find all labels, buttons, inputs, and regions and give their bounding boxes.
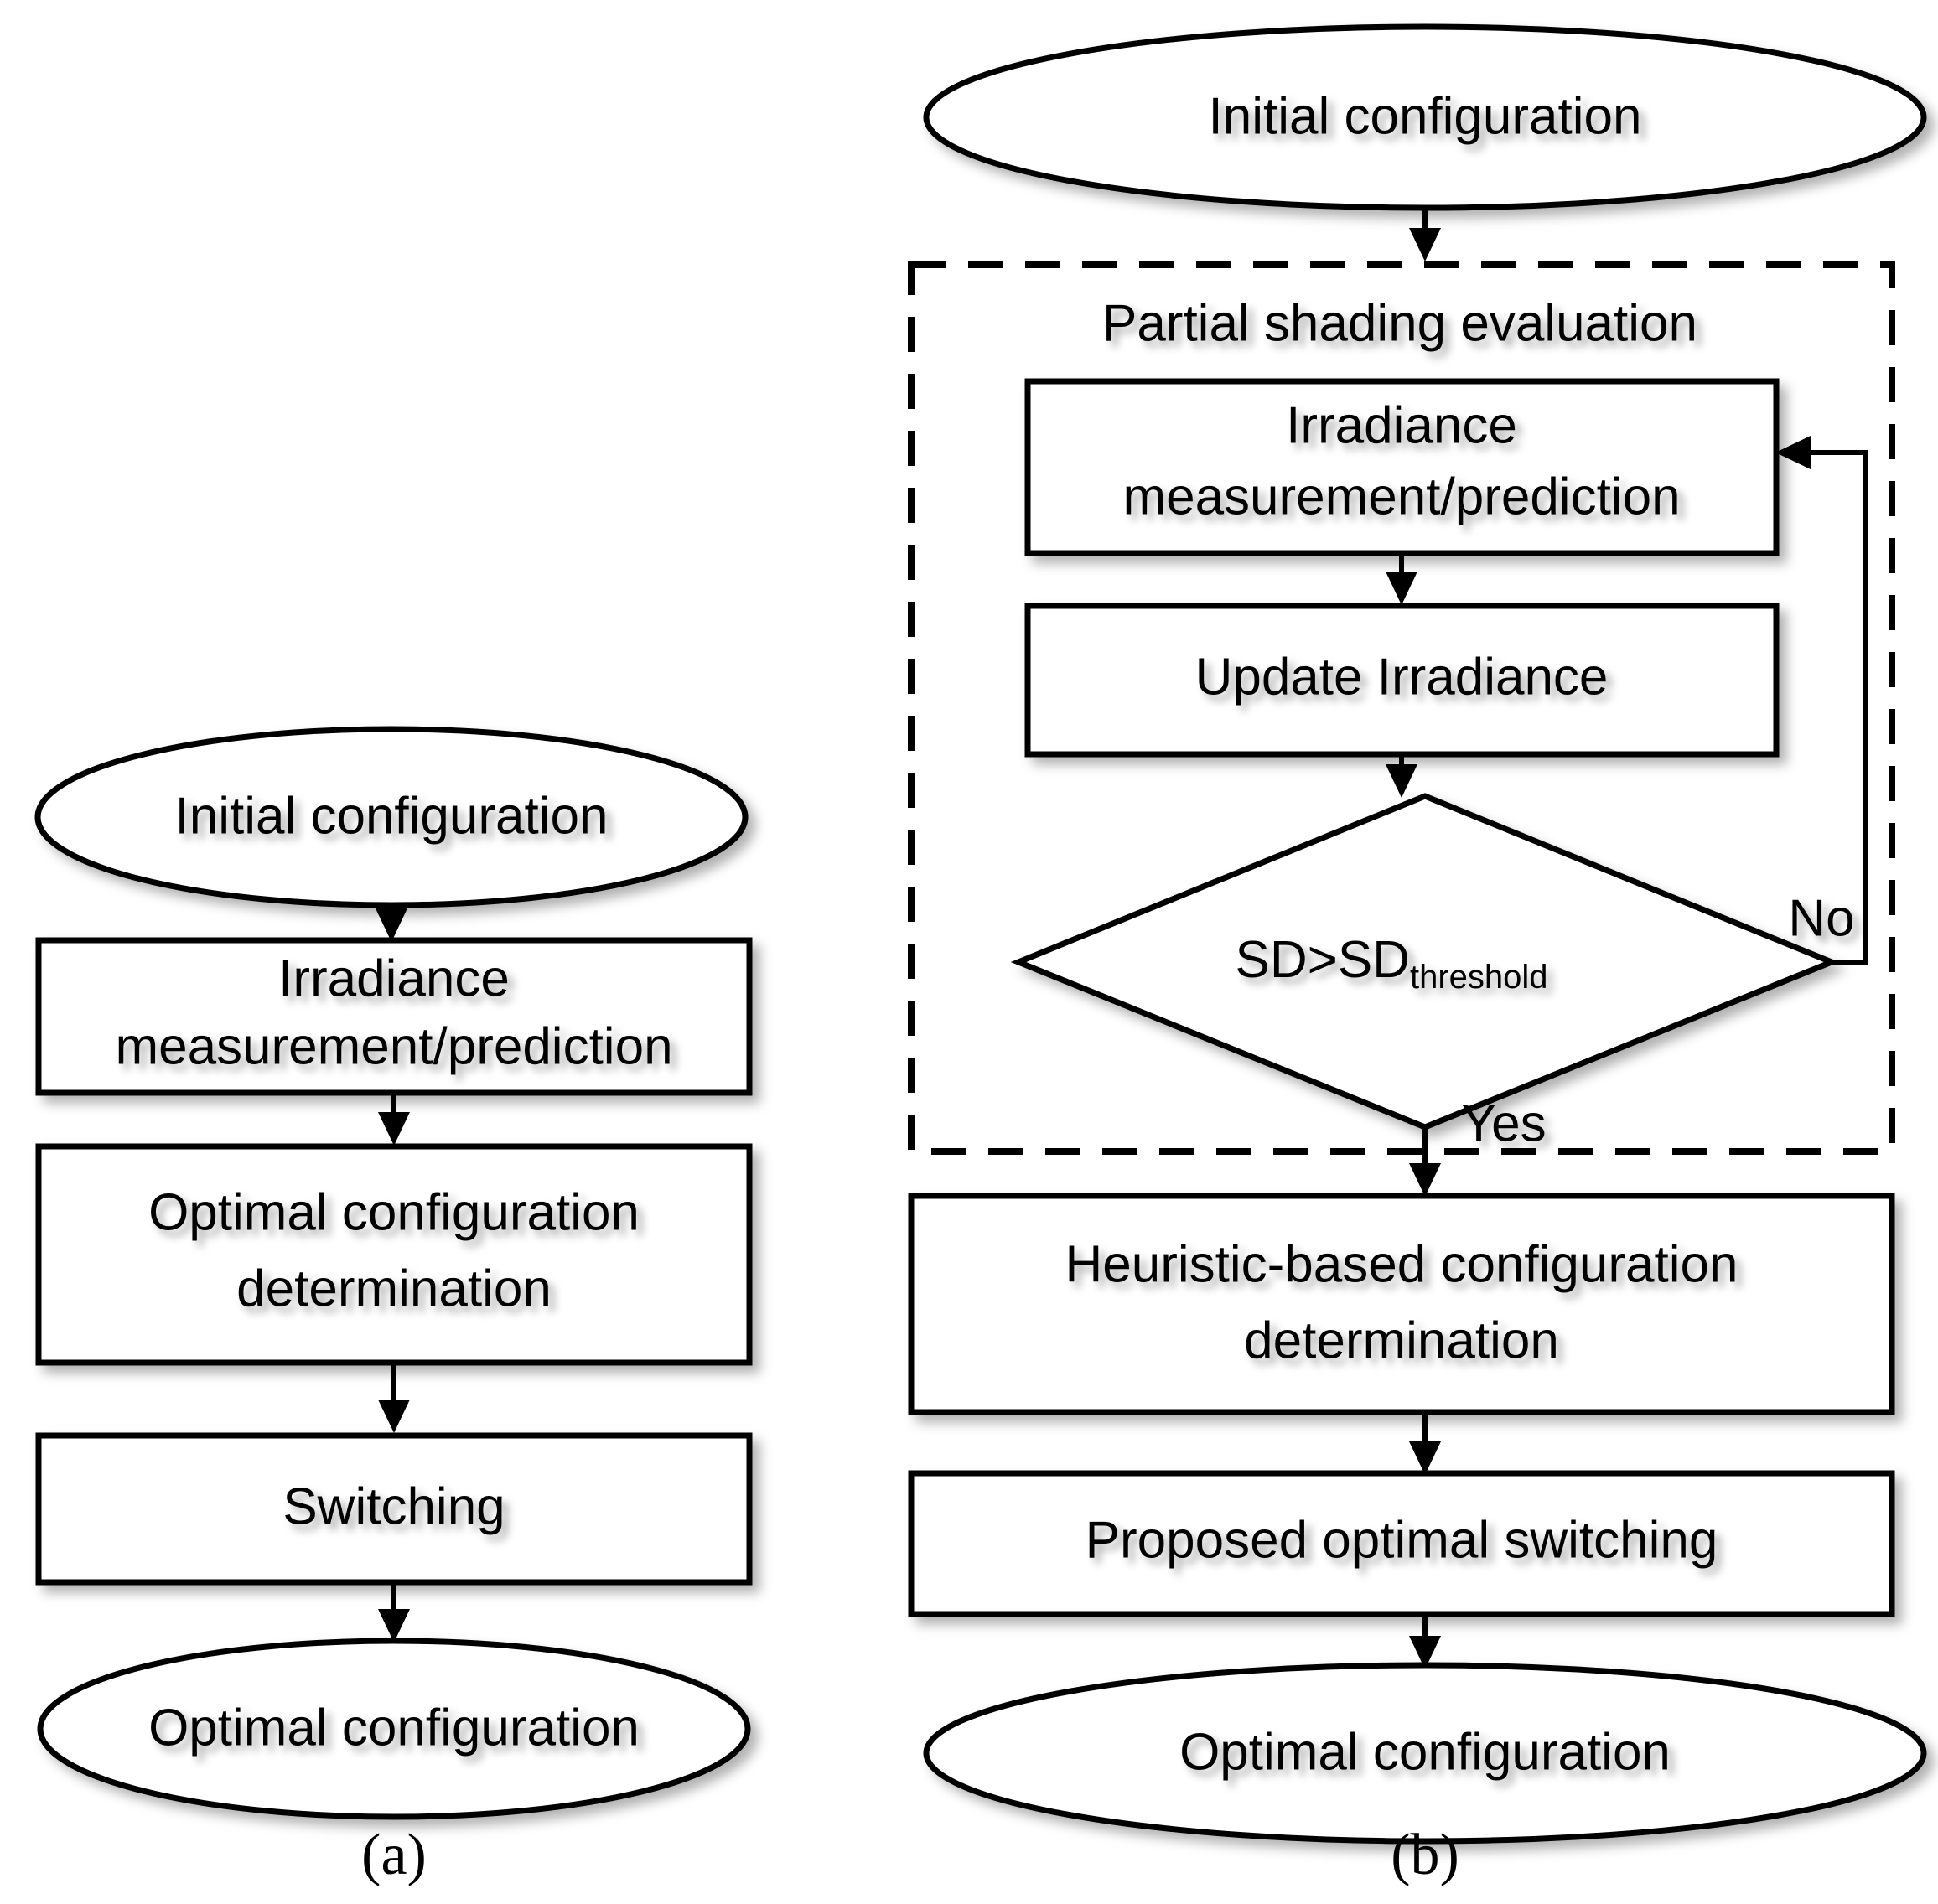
node-b-irradiance-label-line1: Irradiance (1286, 396, 1517, 454)
node-a-switching: Switching (35, 1432, 753, 1586)
node-b-update-label: Update Irradiance (1195, 648, 1609, 706)
node-b-end: Optimal configuration (923, 1662, 1927, 1844)
node-a-start-label: Initial configuration (175, 787, 609, 845)
edge-a-start-to-irradiance (376, 905, 407, 942)
node-b-decision-label-sub: threshold (1410, 959, 1548, 996)
node-a-irradiance-label-line2: measurement/prediction (115, 1017, 672, 1075)
node-b-decision-label: SD>SDthreshold (1235, 931, 1547, 995)
node-b-heuristic-label-line2: determination (1244, 1312, 1559, 1369)
node-a-optimal-config-label-line1: Optimal configuration (148, 1183, 640, 1241)
edge-b-group-to-heuristic (1409, 1151, 1441, 1197)
caption-a: (a) (361, 1823, 427, 1887)
node-a-irradiance: Irradiance measurement/prediction (35, 937, 753, 1096)
edge-label-no: No (1788, 889, 1854, 947)
node-a-end: Optimal configuration (37, 1638, 751, 1820)
node-b-start-label: Initial configuration (1209, 87, 1642, 145)
group-partial-shading-evaluation-label: Partial shading evaluation (1102, 294, 1697, 352)
group-partial-shading-evaluation: Partial shading evaluation (908, 261, 1895, 1155)
node-a-end-label: Optimal configuration (148, 1699, 640, 1757)
node-b-switching-label: Proposed optimal switching (1086, 1511, 1718, 1569)
edge-b-irradiance-to-update (1386, 553, 1417, 605)
node-a-switching-label: Switching (282, 1477, 505, 1535)
node-b-irradiance: Irradiance measurement/prediction (1024, 378, 1780, 556)
edge-b-switching-to-end (1409, 1614, 1441, 1669)
node-b-start: Initial configuration (923, 23, 1927, 211)
edge-b-decision-no-loop: No (1775, 436, 1868, 965)
node-a-optimal-config: Optimal configuration determination (35, 1143, 753, 1366)
edge-a-irradiance-to-optimal (378, 1093, 410, 1146)
edge-a-optimal-to-switching (378, 1363, 410, 1433)
node-a-optimal-config-label-line2: determination (236, 1260, 552, 1317)
node-b-decision-label-main: SD>SD (1235, 931, 1409, 989)
edge-b-heuristic-to-switching (1409, 1412, 1441, 1475)
node-b-update: Update Irradiance (1024, 603, 1780, 758)
node-b-end-label: Optimal configuration (1179, 1723, 1671, 1781)
node-b-irradiance-label-line2: measurement/prediction (1122, 468, 1680, 525)
node-a-irradiance-label-line1: Irradiance (278, 949, 510, 1007)
caption-b: (b) (1391, 1823, 1459, 1887)
panel-a: Initial configuration Irradiance measure… (34, 726, 753, 1887)
node-b-heuristic: Heuristic-based configuration determinat… (908, 1193, 1895, 1415)
node-b-decision: SD>SDthreshold (1010, 793, 1840, 1130)
edge-label-yes: Yes (1461, 1094, 1546, 1152)
edge-b-update-to-decision (1386, 754, 1417, 798)
edge-a-switching-to-end (378, 1582, 410, 1643)
node-b-switching: Proposed optimal switching (908, 1470, 1895, 1617)
panel-b: Initial configuration Partial shading ev… (908, 23, 1927, 1887)
node-b-heuristic-label-line1: Heuristic-based configuration (1065, 1235, 1738, 1293)
edge-b-start-to-group (1409, 208, 1441, 261)
node-a-start: Initial configuration (34, 726, 749, 908)
